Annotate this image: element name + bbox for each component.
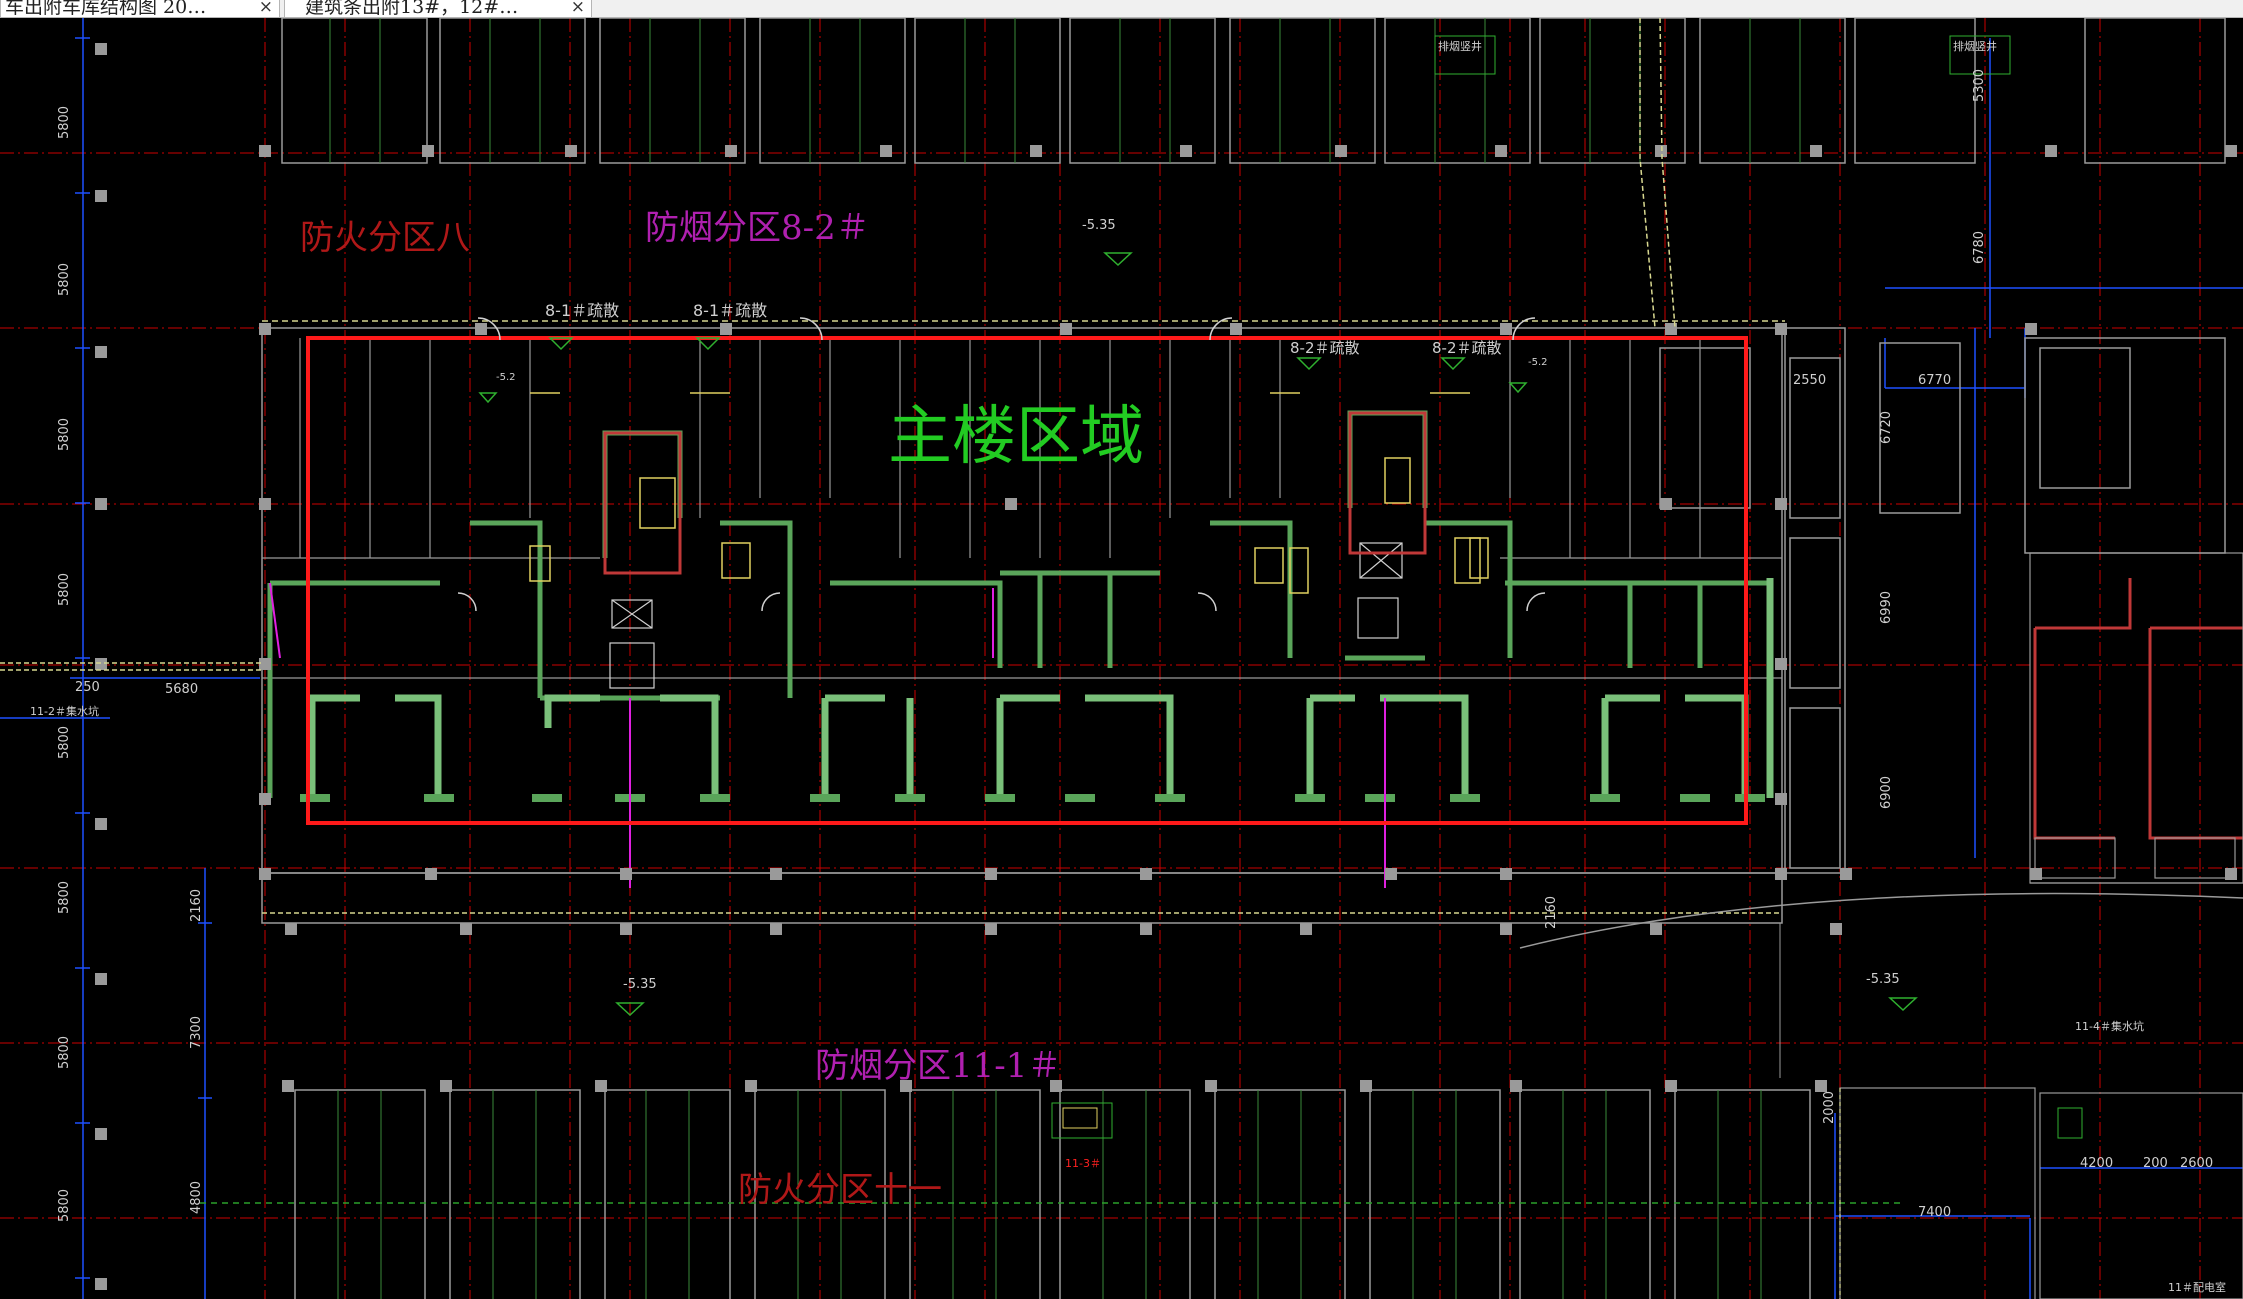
dimension-label: 6770 [1918, 373, 1952, 388]
dimension-label: 5800 [57, 417, 73, 452]
dimension-label: 6780 [1972, 230, 1988, 265]
service-lines [0, 18, 1780, 914]
dimension-label: 2160 [1544, 895, 1560, 930]
stair-11-3-label: 11-3＃ [1065, 1157, 1101, 1170]
dimension-label: 5800 [57, 1035, 73, 1070]
main-area-highlight[interactable] [306, 336, 1748, 825]
parking-bays-top [281, 18, 2226, 164]
ramp-curve [1519, 892, 2243, 949]
fire-zone-8-label: 防火分区八 [300, 218, 470, 258]
dimension-label: 2000 [1822, 1090, 1838, 1125]
parking-bottom-dividers [337, 1090, 1762, 1299]
dimension-label: 5800 [57, 880, 73, 915]
stair-label-8-2-b: 8-2＃疏散 [1432, 339, 1502, 357]
smoke-exhaust-label: 排烟竖井 [1438, 40, 1482, 53]
main-building-outline [261, 320, 2226, 924]
dimension-lines [0, 18, 2243, 1299]
dimension-label: 6900 [1879, 775, 1895, 810]
power-room-label: 11＃配电室 [2168, 1281, 2226, 1294]
stair-label-8-2-a: 8-2＃疏散 [1290, 339, 1360, 357]
stair-cores [529, 392, 1489, 594]
dimension-label: 5800 [57, 572, 73, 607]
parking-bays-bottom [294, 1089, 1811, 1299]
stair-label-8-1-b: 8-1＃疏散 [693, 301, 768, 320]
red-core-walls [603, 411, 2243, 840]
tab-architecture-drawing[interactable]: 建筑条出附13#，12#… × [284, 0, 592, 18]
dimension-label: 6990 [1879, 590, 1895, 625]
drawing-tab-bar: 车出附车库结构图 20… × 建筑条出附13#，12#… × [0, 0, 2243, 18]
axis-grid-vertical [264, 18, 2201, 1299]
smoke-zone-8-2-label: 防烟分区8-2＃ [645, 208, 870, 248]
tab-structure-title: 车出附车库结构图 20… [5, 0, 207, 18]
main-area-label: 主楼区域 [888, 400, 1144, 472]
dimension-label: 4800 [189, 1180, 205, 1215]
elevation-label: -5.35 [1866, 972, 1900, 987]
elevation-label: -5.35 [1082, 218, 1116, 233]
dimension-label: 250 [75, 680, 100, 695]
dimension-label: 5800 [57, 262, 73, 297]
door-swings [457, 317, 1546, 612]
dimension-label: 5800 [57, 725, 73, 760]
stair-label-8-1-a: 8-1＃疏散 [545, 301, 620, 320]
dimension-label: 5800 [57, 105, 73, 140]
sump-label-right: 11-4＃集水坑 [2075, 1020, 2144, 1033]
elevation-label: -5.2 [496, 372, 516, 383]
equipment-boxes [1051, 35, 2083, 1139]
sump-label-left: 11-2＃集水坑 [30, 705, 99, 718]
dimension-label: 200 [2143, 1156, 2168, 1171]
dimension-label: 5300 [1972, 68, 1988, 103]
right-annex [1839, 552, 2243, 1299]
elevation-markers [478, 252, 1918, 1017]
magenta-partitions [269, 582, 1386, 888]
close-icon[interactable]: × [570, 0, 585, 17]
cad-drawing-canvas[interactable] [0, 18, 2243, 1299]
close-icon[interactable]: × [258, 0, 273, 17]
dimension-label: 2160 [189, 888, 205, 923]
tab-structure-drawing[interactable]: 车出附车库结构图 20… × [0, 0, 280, 18]
interior-partitions [262, 338, 1782, 679]
dimension-label: 6720 [1879, 410, 1895, 445]
elevation-label: -5.35 [623, 977, 657, 992]
dimension-label: 5800 [57, 1188, 73, 1223]
smoke-zone-11-1-label: 防烟分区11-1＃ [815, 1046, 1062, 1086]
wall-piers [300, 794, 1765, 802]
elevator-shafts [609, 542, 1403, 689]
dimension-label: 2600 [2180, 1156, 2214, 1171]
axis-grid-horizontal [0, 152, 2243, 1219]
dimension-label: 7300 [189, 1015, 205, 1050]
dimension-label: 5680 [165, 682, 199, 697]
elevation-label: -5.2 [1528, 357, 1548, 368]
structural-columns [95, 43, 2237, 1290]
dimension-label: 4200 [2080, 1156, 2114, 1171]
smoke-exhaust-label: 排烟竖井 [1953, 40, 1997, 53]
dimension-label: 7400 [1918, 1205, 1952, 1220]
dimension-label: 2550 [1793, 373, 1827, 388]
parking-bay-dividers [329, 18, 1801, 163]
fire-zone-11-label: 防火分区十一 [738, 1170, 942, 1210]
tab-architecture-title: 建筑条出附13#，12#… [305, 0, 519, 18]
